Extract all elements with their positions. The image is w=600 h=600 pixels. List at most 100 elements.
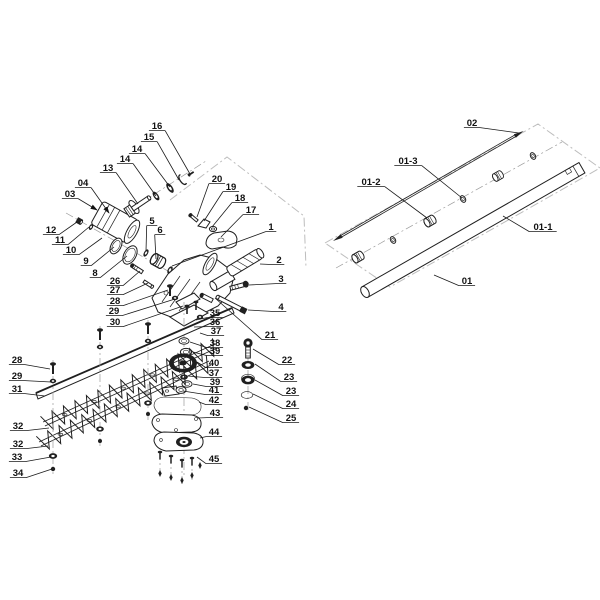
part-label-25: 25 <box>248 406 300 424</box>
shaft-bushing <box>350 249 366 265</box>
bolt-22 <box>243 338 253 359</box>
part-label-34: 34 <box>9 468 53 479</box>
svg-text:19: 19 <box>226 182 237 193</box>
screw-16 <box>187 171 195 177</box>
svg-text:23: 23 <box>286 386 297 397</box>
svg-text:40: 40 <box>209 358 220 369</box>
cover-ring-8 <box>122 245 138 265</box>
outer-tube <box>360 161 586 299</box>
part-label-29: 29 <box>105 298 176 317</box>
svg-text:34: 34 <box>13 468 24 479</box>
part-label-36: 36 <box>193 317 224 328</box>
part-label-19: 19 <box>203 182 240 222</box>
svg-text:02: 02 <box>467 118 478 129</box>
part-label-01-2: 01-2 <box>357 177 428 219</box>
part-label-01-1: 01-1 <box>502 215 557 233</box>
bolt-3 <box>229 280 249 291</box>
svg-text:3: 3 <box>278 274 283 285</box>
svg-text:32: 32 <box>13 421 24 432</box>
svg-text:28: 28 <box>110 296 121 307</box>
svg-text:01-3: 01-3 <box>398 156 417 167</box>
part-label-28: 28 <box>106 289 169 307</box>
clamp-18 <box>208 225 218 233</box>
svg-text:03: 03 <box>65 189 76 200</box>
lever-19 <box>197 218 211 229</box>
part-label-24: 24 <box>252 393 300 410</box>
svg-text:11: 11 <box>55 235 66 246</box>
drive-shaft-module <box>333 131 586 299</box>
svg-text:43: 43 <box>210 408 221 419</box>
svg-text:45: 45 <box>209 454 220 465</box>
part-label-23: 23 <box>254 379 300 397</box>
fastener-stack <box>240 338 255 412</box>
part-label-16: 16 <box>148 121 191 175</box>
part-label-04: 04 <box>74 178 109 213</box>
svg-text:33: 33 <box>12 452 23 463</box>
clamp-bracket-assembly <box>188 213 238 250</box>
svg-text:29: 29 <box>109 306 120 317</box>
part-label-2: 2 <box>259 255 285 266</box>
washer-38 <box>178 337 190 345</box>
svg-text:04: 04 <box>78 178 89 189</box>
svg-text:14: 14 <box>132 144 143 155</box>
svg-text:25: 25 <box>286 413 297 424</box>
part-label-37: 37 <box>187 368 223 379</box>
bolt-column-2 <box>96 326 104 446</box>
part-label-28: 28 <box>8 355 51 370</box>
part-label-22: 22 <box>252 348 296 366</box>
svg-text:12: 12 <box>46 225 57 236</box>
svg-text:01-2: 01-2 <box>361 177 380 188</box>
part-label-33: 33 <box>8 452 52 463</box>
svg-text:23: 23 <box>284 372 295 383</box>
part-label-4: 4 <box>247 302 287 313</box>
svg-text:13: 13 <box>103 163 114 174</box>
pinion-shaft-13 <box>123 195 152 218</box>
part-label-12: 12 <box>42 221 78 236</box>
part-label-38: 38 <box>189 338 224 349</box>
svg-text:22: 22 <box>282 355 293 366</box>
svg-text:32: 32 <box>13 439 24 450</box>
washer-23a <box>241 361 255 369</box>
screws-45 <box>157 450 202 484</box>
inner-drive-rod <box>333 131 524 241</box>
o-ring-24 <box>240 391 254 399</box>
part-label-44: 44 <box>199 427 223 439</box>
screw-20 <box>188 213 199 223</box>
svg-text:26: 26 <box>110 276 121 287</box>
bolt-column-3 <box>144 320 152 420</box>
part-label-13: 13 <box>99 163 139 205</box>
bolt-column-1 <box>48 360 58 474</box>
clamp-washer <box>88 224 94 230</box>
washer-5 <box>143 249 149 257</box>
svg-text:10: 10 <box>66 245 77 256</box>
part-label-02: 02 <box>463 118 520 134</box>
part-label-1: 1 <box>171 222 277 267</box>
cover-ring-9 <box>109 237 123 255</box>
part-label-3: 3 <box>248 274 287 286</box>
pin-21 <box>199 292 214 304</box>
svg-text:1: 1 <box>268 222 274 233</box>
gearbox-housing <box>151 252 234 320</box>
svg-text:4: 4 <box>278 302 284 313</box>
svg-text:2: 2 <box>276 255 281 266</box>
bracket-17 <box>205 230 238 250</box>
part-label-18: 18 <box>211 193 249 228</box>
svg-text:44: 44 <box>209 427 220 438</box>
part-label-14: 14 <box>116 154 157 197</box>
svg-text:36: 36 <box>210 317 221 328</box>
part-label-01: 01 <box>433 274 476 287</box>
blade-32-upper <box>40 338 218 431</box>
part-labels: 1615141413040312111098262728293056201918… <box>8 118 557 479</box>
part-label-39: 39 <box>192 377 224 388</box>
main-assembly-boundary <box>169 156 307 269</box>
part-label-30: 30 <box>106 305 184 328</box>
part-label-17: 17 <box>220 205 260 238</box>
part-label-32: 32 <box>9 439 49 450</box>
shaft-ring <box>528 151 538 161</box>
snap-ring-15 <box>178 174 187 186</box>
part-label-10: 10 <box>62 237 103 256</box>
svg-text:21: 21 <box>265 330 276 341</box>
cover-44 <box>153 431 204 452</box>
bearing-14b <box>166 183 174 193</box>
